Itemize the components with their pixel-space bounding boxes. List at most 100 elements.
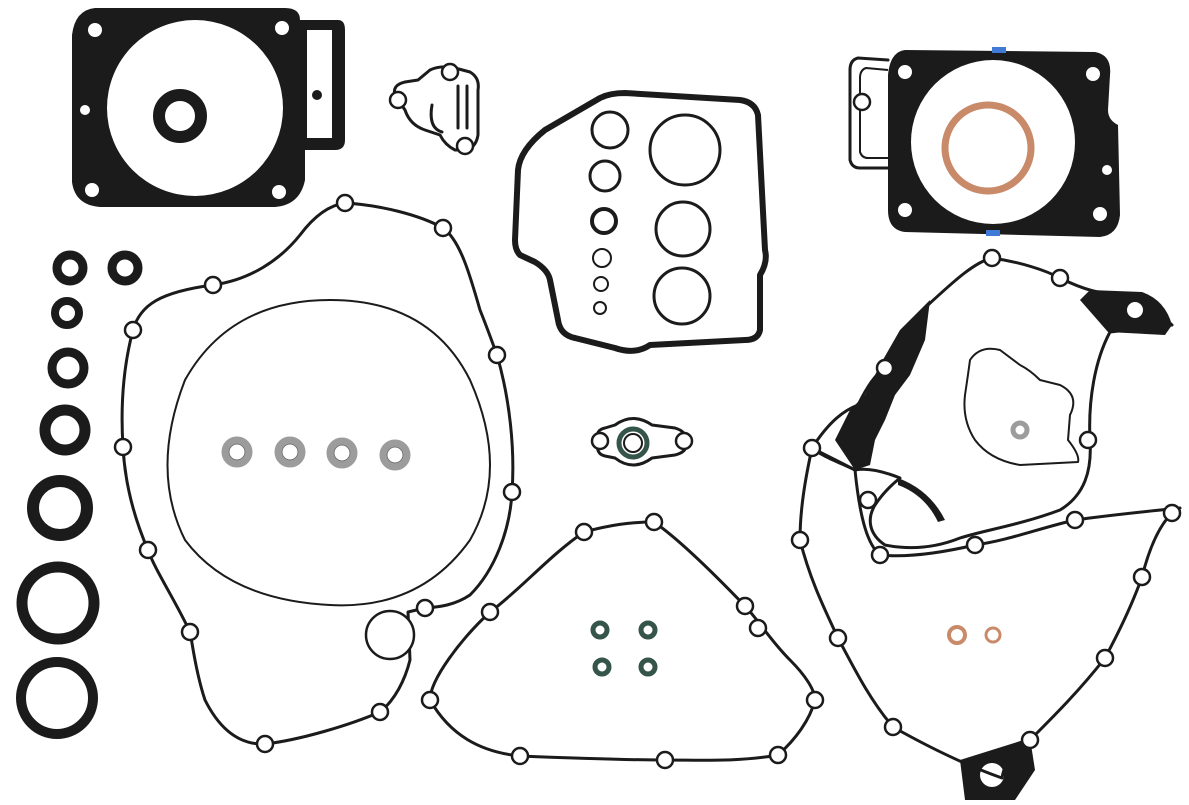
oil-filter-cover-gasket — [590, 417, 694, 467]
upper-case-gasket-outline — [810, 256, 1174, 550]
bolt-hole-lobe — [1162, 503, 1182, 523]
bolt-hole-lobe — [1020, 730, 1040, 750]
clutch-cover-gasket — [420, 512, 825, 770]
cylinder-head-gasket-left — [72, 8, 345, 207]
tensioner-gasket-outline — [393, 65, 480, 152]
bolt-hole-lobe — [1065, 510, 1085, 530]
bolt-hole-lobe — [1132, 567, 1152, 587]
case-gasket-spine — [835, 300, 930, 470]
bolt-hole-lobe — [113, 437, 133, 457]
bolt-hole-lobe — [858, 490, 878, 510]
bolt-hole-lobes — [790, 248, 1182, 750]
grommet — [592, 657, 612, 677]
bolt-hole-lobe — [982, 248, 1002, 268]
copper-washer — [984, 626, 1002, 644]
tensioner-gasket — [388, 62, 480, 156]
cylinder-head-gasket-right — [848, 47, 1120, 237]
o-ring — [590, 207, 618, 235]
bolt-hole-lobe — [180, 622, 200, 642]
washer — [221, 436, 253, 468]
bolt-hole-lobe — [735, 596, 755, 616]
washer — [379, 439, 411, 471]
dowel-ring — [364, 609, 416, 661]
filter-o-ring-inner — [623, 433, 643, 453]
o-ring — [588, 159, 622, 193]
o-ring — [593, 276, 609, 292]
bolt-hole-lobe — [433, 218, 453, 238]
grommet — [590, 620, 610, 640]
cover-gasket-outline — [120, 201, 515, 746]
oil-seal — [51, 297, 83, 329]
washer — [326, 437, 358, 469]
oil-seal-set — [16, 250, 143, 739]
bolt-hole-lobe — [852, 92, 872, 112]
head-gasket-plate — [888, 50, 1120, 237]
bolt-hole-lobe — [502, 482, 522, 502]
clutch-gasket-outline — [428, 520, 817, 762]
head-gasket-frame — [848, 56, 890, 170]
oil-seal — [52, 250, 88, 286]
bolt-hole-lobe — [644, 512, 664, 532]
tensioner-gasket-slot — [456, 84, 469, 130]
bolt-hole-lobe — [1050, 268, 1070, 288]
bolt-hole-lobe — [655, 750, 675, 770]
bolt-hole-lobe — [455, 136, 475, 156]
bolt-hole-lobe — [802, 438, 822, 458]
bolt-hole-lobe — [875, 358, 895, 378]
crankcase-cover-gasket-left — [113, 193, 522, 754]
valve-cover-gasket-outline — [512, 90, 769, 354]
copper-washer — [947, 625, 967, 645]
oil-seal — [16, 657, 98, 739]
oil-seal — [107, 250, 143, 286]
oil-seal — [39, 404, 91, 456]
o-ring — [654, 200, 712, 258]
water-pump-gasket — [963, 347, 1080, 466]
o-ring — [648, 113, 722, 187]
valve-cover-gasket — [512, 90, 769, 354]
bolt-hole-lobe — [574, 522, 594, 542]
grommet — [638, 657, 658, 677]
bolt-hole-lobes — [852, 92, 872, 112]
bolt-hole-lobe — [335, 193, 355, 213]
o-ring — [592, 248, 612, 268]
valve-stem-seal — [153, 89, 207, 143]
bolt-hole-lobe — [1078, 430, 1098, 450]
bolt-hole-lobe — [370, 702, 390, 722]
bolt-hole-lobe — [790, 530, 810, 550]
grommet — [638, 620, 658, 640]
bolt-hole-lobe — [420, 690, 440, 710]
bolt-hole-lobe — [440, 62, 460, 82]
case-gasket-crescent — [898, 478, 945, 522]
bolt-hole-lobe — [415, 598, 435, 618]
bolt-hole-lobe — [674, 431, 694, 451]
bolt-hole-lobes — [420, 512, 825, 770]
bolt-hole-lobe — [883, 717, 903, 737]
oil-seal — [27, 475, 93, 541]
tensioner-gasket-hook — [429, 103, 444, 134]
bolt-hole-lobe — [388, 90, 408, 110]
crankcase-gasket-right — [790, 248, 1182, 800]
bolt-hole-lobe — [138, 540, 158, 560]
oil-seal — [47, 347, 89, 389]
bolt-hole-lobe — [487, 345, 507, 365]
case-gasket-flange — [1080, 290, 1172, 335]
bolt-hole-lobe — [255, 734, 275, 754]
bolt-hole-lobe — [123, 320, 143, 340]
case-gasket-tip — [960, 738, 1035, 800]
blue-marker — [992, 47, 1006, 53]
o-ring — [590, 110, 630, 150]
o-ring — [593, 301, 607, 315]
bolt-hole-lobe — [870, 545, 890, 565]
bolt-hole-lobe — [510, 746, 530, 766]
bolt-hole-lobe — [748, 618, 768, 638]
head-gasket-frame-inner — [859, 67, 889, 159]
o-ring — [652, 266, 712, 326]
washer — [274, 436, 306, 468]
bolt-hole-lobe — [203, 275, 223, 295]
washer — [1010, 420, 1030, 440]
filter-o-ring — [616, 426, 650, 460]
bolt-hole-lobe — [805, 690, 825, 710]
bolt-hole-lobe — [1095, 648, 1115, 668]
bolt-hole-lobe — [590, 431, 610, 451]
